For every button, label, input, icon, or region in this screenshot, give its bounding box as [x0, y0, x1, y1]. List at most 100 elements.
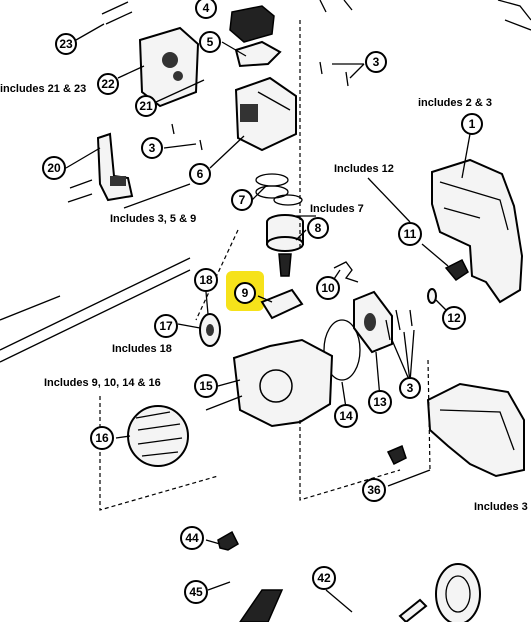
gasket-14 — [323, 319, 361, 381]
piston-rings — [255, 173, 303, 206]
leader-9 — [257, 295, 273, 303]
leader-11 — [421, 243, 449, 267]
leader-42 — [325, 589, 353, 613]
callout-21-label: 21 — [139, 99, 153, 113]
callout-7[interactable]: 7 — [231, 189, 253, 211]
leader-3b — [163, 143, 197, 149]
callout-14[interactable]: 14 — [334, 404, 358, 428]
note-includes-3-right: Includes 3 — [474, 501, 528, 513]
callout-20[interactable]: 20 — [42, 156, 66, 180]
leader-21 — [155, 79, 205, 103]
leader-18 — [205, 291, 209, 315]
callout-45[interactable]: 45 — [184, 580, 208, 604]
bottom-shaft — [239, 589, 284, 622]
screw-3c — [385, 309, 413, 341]
callout-9-label: 9 — [242, 286, 249, 300]
callout-1-label: 1 — [469, 117, 476, 131]
callout-44[interactable]: 44 — [180, 526, 204, 550]
piston — [266, 214, 304, 277]
callout-17-label: 17 — [159, 319, 173, 333]
gasket-5 — [234, 40, 282, 68]
bottom-ring — [435, 563, 481, 622]
callout-22-label: 22 — [101, 77, 115, 91]
callout-16-label: 16 — [95, 431, 109, 445]
callout-23[interactable]: 23 — [55, 33, 77, 55]
crank-10 — [333, 261, 359, 283]
callout-36[interactable]: 36 — [362, 478, 386, 502]
callout-18-label: 18 — [199, 273, 213, 287]
bottom-pin — [398, 598, 428, 622]
callout-16[interactable]: 16 — [90, 426, 114, 450]
callout-21[interactable]: 21 — [135, 95, 157, 117]
callout-14-label: 14 — [339, 409, 353, 423]
leader-20 — [65, 147, 101, 169]
callout-3-left-label: 3 — [149, 141, 156, 155]
callout-22[interactable]: 22 — [97, 73, 119, 95]
screw-20 — [67, 179, 93, 203]
leader-8 — [295, 229, 307, 241]
callout-8-label: 8 — [315, 221, 322, 235]
leader-23 — [75, 23, 105, 41]
callout-3-bottom[interactable]: 3 — [399, 377, 421, 399]
callout-9[interactable]: 9 — [234, 282, 256, 304]
callout-3-top[interactable]: 3 — [365, 51, 387, 73]
callout-4[interactable]: 4 — [195, 0, 217, 19]
callout-3-bottom-label: 3 — [407, 381, 414, 395]
callout-5-label: 5 — [207, 35, 214, 49]
leader-7 — [251, 185, 267, 201]
note-includes-2-3: includes 2 & 3 — [418, 97, 492, 109]
callout-12[interactable]: 12 — [442, 306, 466, 330]
bottom-ring-inner — [445, 575, 471, 613]
washer-12 — [427, 288, 437, 304]
callout-4-label: 4 — [203, 1, 210, 15]
callout-18[interactable]: 18 — [194, 268, 218, 292]
callout-11-label: 11 — [404, 227, 417, 241]
drive-shaft-2 — [0, 269, 191, 363]
air-filter — [229, 5, 275, 43]
flywheel — [127, 405, 189, 467]
callout-10[interactable]: 10 — [316, 276, 340, 300]
callout-13-label: 13 — [373, 395, 387, 409]
leader-5 — [221, 41, 247, 57]
air-filter-cover — [138, 26, 200, 108]
drive-shaft — [0, 257, 191, 351]
dashed-right — [427, 359, 431, 471]
callout-42[interactable]: 42 — [312, 566, 336, 590]
callout-8[interactable]: 8 — [307, 217, 329, 239]
screw-top-2 — [343, 0, 353, 11]
callout-3-top-label: 3 — [373, 55, 380, 69]
screw-top-1 — [319, 0, 327, 13]
leader-14 — [341, 381, 347, 409]
leader-3a — [332, 63, 365, 79]
lower-housing — [426, 382, 525, 478]
callout-15[interactable]: 15 — [194, 374, 218, 398]
starter-pulley — [199, 313, 221, 347]
leader-16 — [115, 435, 131, 439]
callout-15-label: 15 — [199, 379, 213, 393]
leader-22 — [117, 65, 145, 79]
crankcase — [205, 338, 334, 428]
callout-6-label: 6 — [197, 167, 204, 181]
dashed-assembly-top — [195, 229, 239, 321]
note-includes-3-5-9: Includes 3, 5 & 9 — [110, 213, 196, 225]
callout-5[interactable]: 5 — [199, 31, 221, 53]
note-includes-7: Includes 7 — [310, 203, 364, 215]
callout-7-label: 7 — [239, 193, 246, 207]
reed-plate — [353, 290, 393, 354]
callout-11[interactable]: 11 — [398, 222, 422, 246]
throttle-assembly — [96, 132, 134, 202]
callout-45-label: 45 — [189, 585, 203, 599]
callout-17[interactable]: 17 — [154, 314, 178, 338]
callout-3-left[interactable]: 3 — [141, 137, 163, 159]
leader-36 — [387, 469, 431, 487]
callout-6[interactable]: 6 — [189, 163, 211, 185]
leader-1 — [461, 133, 471, 179]
callout-1[interactable]: 1 — [461, 113, 483, 135]
drive-shaft-3 — [0, 295, 61, 321]
leader-44 — [205, 539, 221, 545]
leader-15 — [217, 379, 241, 387]
engine-housing — [431, 158, 524, 304]
callout-44-label: 44 — [185, 531, 199, 545]
callout-13[interactable]: 13 — [368, 390, 392, 414]
